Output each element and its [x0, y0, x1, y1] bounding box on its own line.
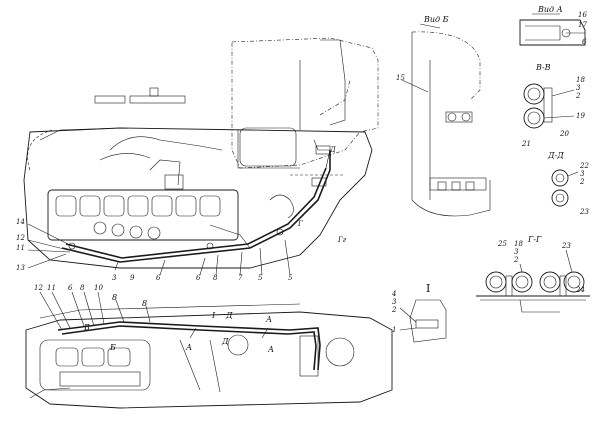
callout-5a: 5 [258, 274, 263, 282]
detail-i-title: I [426, 282, 430, 295]
plan-callout-10: 10 [94, 284, 103, 292]
view-b-callout-15: 15 [396, 74, 405, 82]
main-side-view: 14 12 11 13 3 6 9 6 8 7 5 5 Д Г Гг [16, 37, 379, 282]
section-gg-title: Г-Г [527, 235, 542, 244]
letter-Gg: Гг [337, 236, 347, 244]
callout-6b: 6 [196, 274, 201, 282]
plan-callout-8a: 8 [80, 284, 85, 292]
gg-callout-25: 25 [497, 240, 507, 248]
plan-letter-B: Б [109, 343, 116, 352]
callout-9: 9 [130, 274, 135, 282]
callout-3: 3 [112, 274, 117, 282]
plan-callout-11: 11 [47, 284, 56, 292]
dd-callout-22: 22 [579, 162, 589, 170]
view-a-callout-16: 16 [578, 11, 587, 19]
plan-view: 12 11 6 8 10 8 8 В Б I Д Д А А А [25, 284, 393, 409]
gg-callout-3: 3 [514, 248, 519, 256]
vv-callout-19: 19 [576, 112, 585, 120]
view-a-callout-6: 6 [582, 38, 587, 46]
gg-callout-24: 24 [575, 286, 585, 294]
gg-callout-23: 23 [561, 242, 571, 250]
detail-callout-1: 1 [392, 326, 396, 334]
section-vv: В-В 18 3 2 19 20 21 [521, 63, 585, 148]
view-b-title: Вид Б [423, 15, 449, 24]
view-a-title: Вид А [537, 5, 563, 14]
plan-letter-V: В [83, 323, 90, 332]
dd-callout-3: 3 [580, 170, 585, 178]
view-a: Вид А 16 17 6 [519, 5, 587, 46]
detail-callout-2: 2 [391, 306, 397, 314]
view-a-callout-17: 17 [578, 21, 587, 29]
plan-callout-8c: 8 [142, 299, 147, 308]
letter-D: Д [329, 146, 336, 154]
callout-13: 13 [16, 264, 25, 272]
plan-callout-12: 12 [34, 284, 43, 292]
plan-callout-8b: 8 [112, 293, 117, 302]
vv-callout-3: 3 [576, 84, 581, 92]
callout-8: 8 [213, 274, 218, 282]
vv-callout-20: 20 [559, 130, 569, 138]
section-gg: Г-Г 25 18 3 2 23 24 [476, 235, 590, 313]
plan-callout-6: 6 [68, 284, 73, 292]
dd-callout-2: 2 [579, 178, 585, 186]
detail-callout-4: 4 [391, 290, 396, 298]
vv-callout-18: 18 [576, 76, 585, 84]
section-dd-title: Д-Д [547, 151, 564, 160]
callout-11: 11 [16, 244, 25, 252]
section-vv-title: В-В [535, 63, 551, 72]
dd-callout-23: 23 [579, 208, 589, 216]
callout-7: 7 [238, 274, 243, 282]
plan-letter-I: I [211, 311, 216, 320]
gg-callout-18: 18 [514, 240, 523, 248]
gg-callout-2: 2 [513, 256, 519, 264]
callout-12: 12 [16, 234, 25, 242]
engine-block [47, 159, 239, 241]
plan-letter-A2: А [267, 345, 274, 354]
vv-callout-21: 21 [521, 140, 531, 148]
detail-callout-3: 3 [392, 298, 397, 306]
plan-letter-D2: Д [221, 337, 229, 346]
plan-letter-A3: А [185, 343, 192, 352]
callout-14: 14 [16, 218, 25, 226]
letter-G: Г [297, 220, 303, 228]
callout-5b: 5 [288, 274, 293, 282]
vv-callout-2: 2 [575, 92, 581, 100]
callout-6a: 6 [156, 274, 161, 282]
plan-letter-A1: А [265, 315, 272, 324]
plan-letter-D1: Д [225, 311, 233, 320]
detail-i: I 4 3 2 1 [391, 282, 447, 343]
section-dd: Д-Д 22 3 2 23 [547, 151, 589, 216]
view-b: Вид Б 15 [396, 15, 491, 217]
